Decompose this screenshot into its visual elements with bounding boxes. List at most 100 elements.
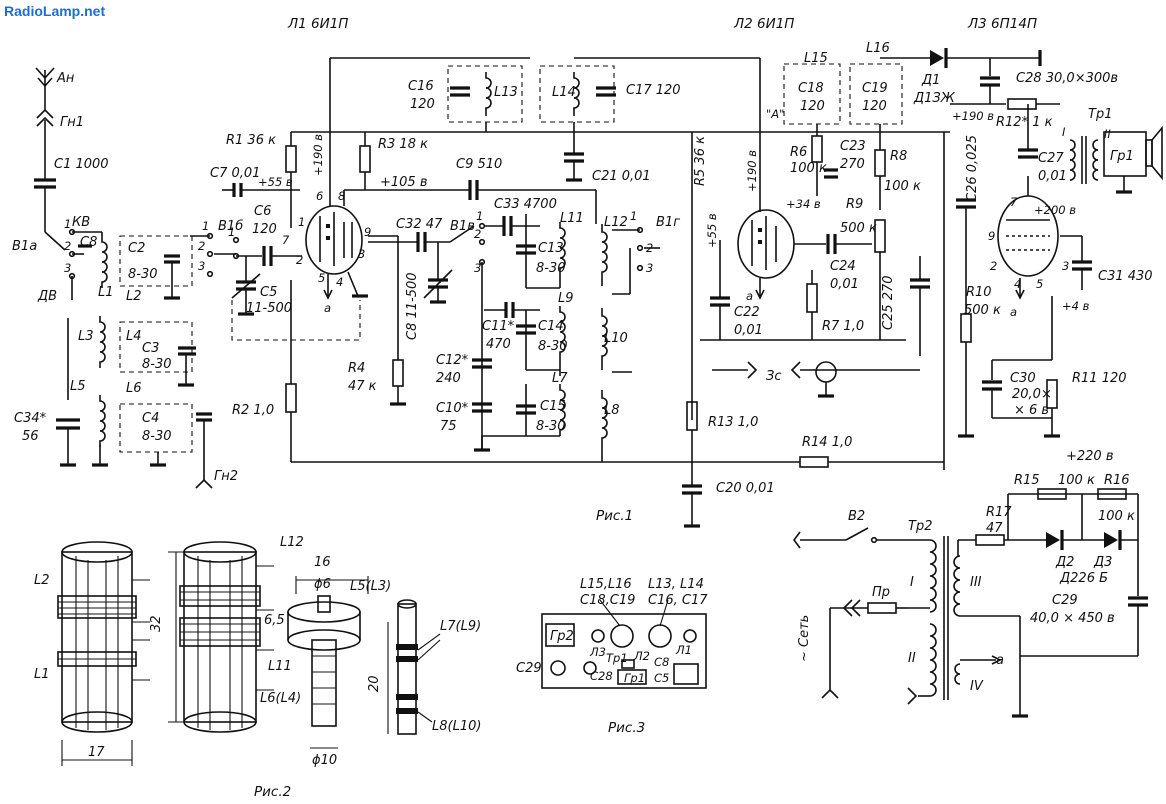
c20-label: С20 0,01 (716, 481, 775, 496)
resistor-r10 (960, 313, 972, 343)
svg-text:270: 270 (840, 157, 865, 172)
c30-label: С30 (1010, 371, 1036, 386)
speaker-gr1 (1145, 139, 1153, 167)
r8-label: R8 (890, 149, 907, 164)
gr1-label: Гр1 (1110, 149, 1134, 164)
c16-label: С16 (408, 79, 434, 94)
svg-text:L1: L1 (34, 667, 50, 682)
coil-l15-label: L15 (804, 51, 828, 66)
svg-text:L14: L14 (552, 85, 576, 100)
svg-text:L3: L3 (78, 329, 94, 344)
fuse-pr (867, 602, 897, 614)
svg-text:Л2: Л2 (633, 649, 650, 663)
svg-text:× 6 в: × 6 в (1014, 403, 1049, 418)
band-kv-label: КВ (72, 215, 90, 230)
resistor-r12 (1007, 98, 1037, 110)
dim-17: 17 (88, 745, 105, 760)
resistor-r15 (1037, 488, 1067, 500)
r2-label: R2 1,0 (232, 403, 274, 418)
coil-l8 (601, 390, 608, 452)
fig3-caption: Рис.3 (608, 720, 645, 736)
fig1-caption: Рис.1 (596, 508, 633, 524)
svg-text:L13, L14: L13, L14 (648, 577, 704, 592)
fig2-caption: Рис.2 (254, 784, 291, 800)
svg-text:0,01: 0,01 (734, 323, 763, 338)
r7-label: R7 1,0 (822, 319, 864, 334)
transformer-tr2-primary (929, 539, 937, 613)
r3-label: R3 18 к (378, 137, 428, 152)
c10-label: С10* (436, 401, 469, 416)
svg-text:L15,L16: L15,L16 (580, 577, 632, 592)
c9-label: С9 510 (456, 157, 502, 172)
svg-text:L8: L8 (604, 403, 620, 418)
svg-text:С18,С19: С18,С19 (580, 593, 635, 608)
coil-former-left (57, 541, 150, 733)
node-a-label: "А" (766, 107, 784, 121)
svg-text:120: 120 (252, 222, 277, 237)
coil-l13 (485, 72, 492, 116)
tube-l3-title: Л3 6П14П (967, 16, 1037, 32)
coil-rod (396, 599, 418, 735)
svg-text:8-30: 8-30 (142, 429, 172, 444)
svg-text:40,0 × 450 в: 40,0 × 450 в (1030, 611, 1115, 626)
svg-text:5: 5 (318, 271, 325, 285)
switch-b1b-label: В1б (218, 219, 243, 234)
coil-l14 (573, 72, 580, 116)
svg-text:L1: L1 (98, 285, 114, 300)
svg-text:Гр1: Гр1 (624, 671, 645, 685)
capacitor-c1 (34, 178, 56, 189)
svg-text:3: 3 (1062, 259, 1069, 273)
c7-label: С7 0,01 (210, 166, 260, 181)
svg-text:2: 2 (990, 259, 997, 273)
svg-text:IV: IV (970, 679, 984, 694)
coil-l15-block (559, 384, 566, 436)
v190a-label: +190 в (311, 134, 325, 176)
diode-d1 (930, 50, 944, 66)
svg-text:а: а (1010, 305, 1017, 319)
svg-text:L9: L9 (558, 291, 574, 306)
coil-former-right (179, 541, 274, 733)
svg-text:8-30: 8-30 (536, 419, 566, 434)
svg-text:Л1: Л1 (675, 643, 692, 657)
c32-label: С32 47 (396, 217, 443, 232)
tr2-label: Тр2 (908, 519, 932, 534)
svg-text:L12: L12 (604, 215, 628, 230)
coil-l11 (559, 222, 566, 288)
c26-label: С26 0,025 (965, 135, 980, 202)
resistor-r2 (285, 383, 297, 413)
c8-label: С8 11-500 (405, 272, 420, 340)
svg-text:L7: L7 (552, 371, 568, 386)
r17-label: R17 (986, 505, 1012, 520)
r4-label: R4 (348, 361, 365, 376)
resistor-r16 (1097, 488, 1127, 500)
svg-text:III: III (970, 575, 982, 590)
svg-text:47 к: 47 к (348, 379, 377, 394)
c29-label: С29 (1052, 593, 1078, 608)
svg-text:8: 8 (338, 189, 345, 203)
svg-text:11-500: 11-500 (246, 301, 292, 316)
fuse-pr-label: Пр (872, 585, 890, 600)
v200-label: +200 в (1034, 203, 1076, 217)
svg-text:С14: С14 (538, 319, 564, 334)
svg-text:1: 1 (630, 209, 637, 223)
svg-text:2: 2 (474, 227, 481, 241)
svg-text:1: 1 (298, 215, 305, 229)
tube-l1-title: Л1 6И1П (287, 16, 348, 32)
svg-text:3: 3 (64, 261, 71, 275)
transformer-tr1 (1069, 139, 1076, 181)
r9-label: R9 (846, 197, 863, 212)
svg-text:С15: С15 (540, 399, 566, 414)
svg-text:3: 3 (646, 261, 653, 275)
r1-label: R1 36 к (226, 133, 276, 148)
svg-text:120: 120 (800, 99, 825, 114)
svg-text:Д1ЗЖ: Д1ЗЖ (913, 91, 956, 106)
dim-6: ϕ6 (314, 577, 331, 592)
watermark-text: RadioLamp.net (4, 3, 105, 19)
svg-text:8-30: 8-30 (128, 267, 158, 282)
resistor-r1 (285, 145, 297, 173)
coil-l3 (99, 316, 106, 368)
tube-l1-symbol (305, 205, 363, 275)
switch-b1a-label: В1а (12, 239, 37, 254)
c1-label: С1 1000 (54, 157, 109, 172)
